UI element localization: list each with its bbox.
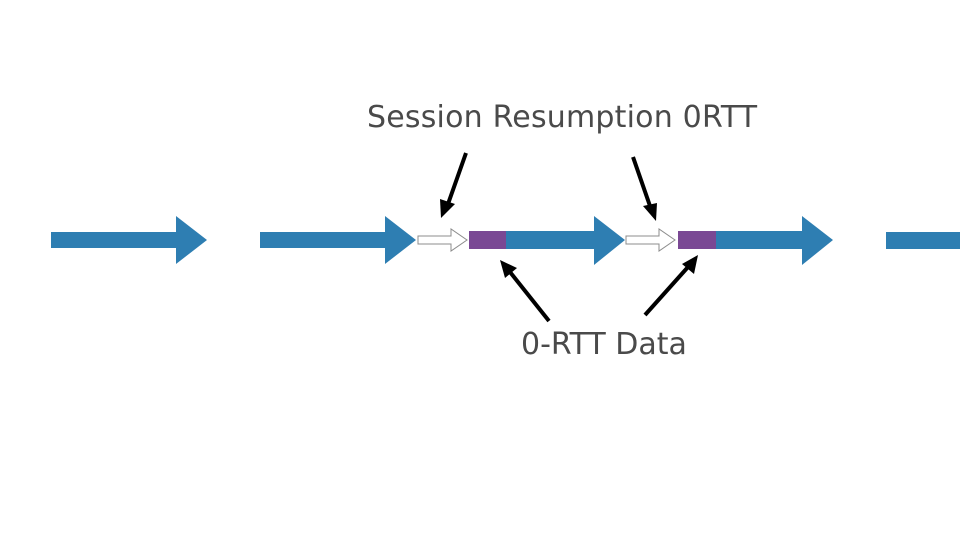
connection-arrow-4 [678, 216, 833, 265]
zero-rtt-data-block-2 [678, 231, 716, 249]
pointer-arrow-bottom-right [643, 255, 698, 317]
zero-rtt-data-label: 0-RTT Data [521, 327, 687, 362]
zero-rtt-data-block-1 [469, 231, 506, 249]
connection-arrow-1 [51, 216, 207, 264]
connection-arrow-2 [260, 216, 416, 264]
session-resumption-label: Session Resumption 0RTT [367, 100, 758, 135]
resumption-handshake-arrow-2 [625, 228, 676, 252]
connection-arrow-5-partial [886, 232, 960, 249]
pointer-arrow-top-left [440, 152, 468, 218]
pointer-arrow-top-right [631, 156, 657, 221]
pointer-arrow-bottom-left [500, 260, 551, 323]
connection-arrow-3 [469, 216, 625, 265]
resumption-handshake-arrow-1 [417, 228, 468, 252]
